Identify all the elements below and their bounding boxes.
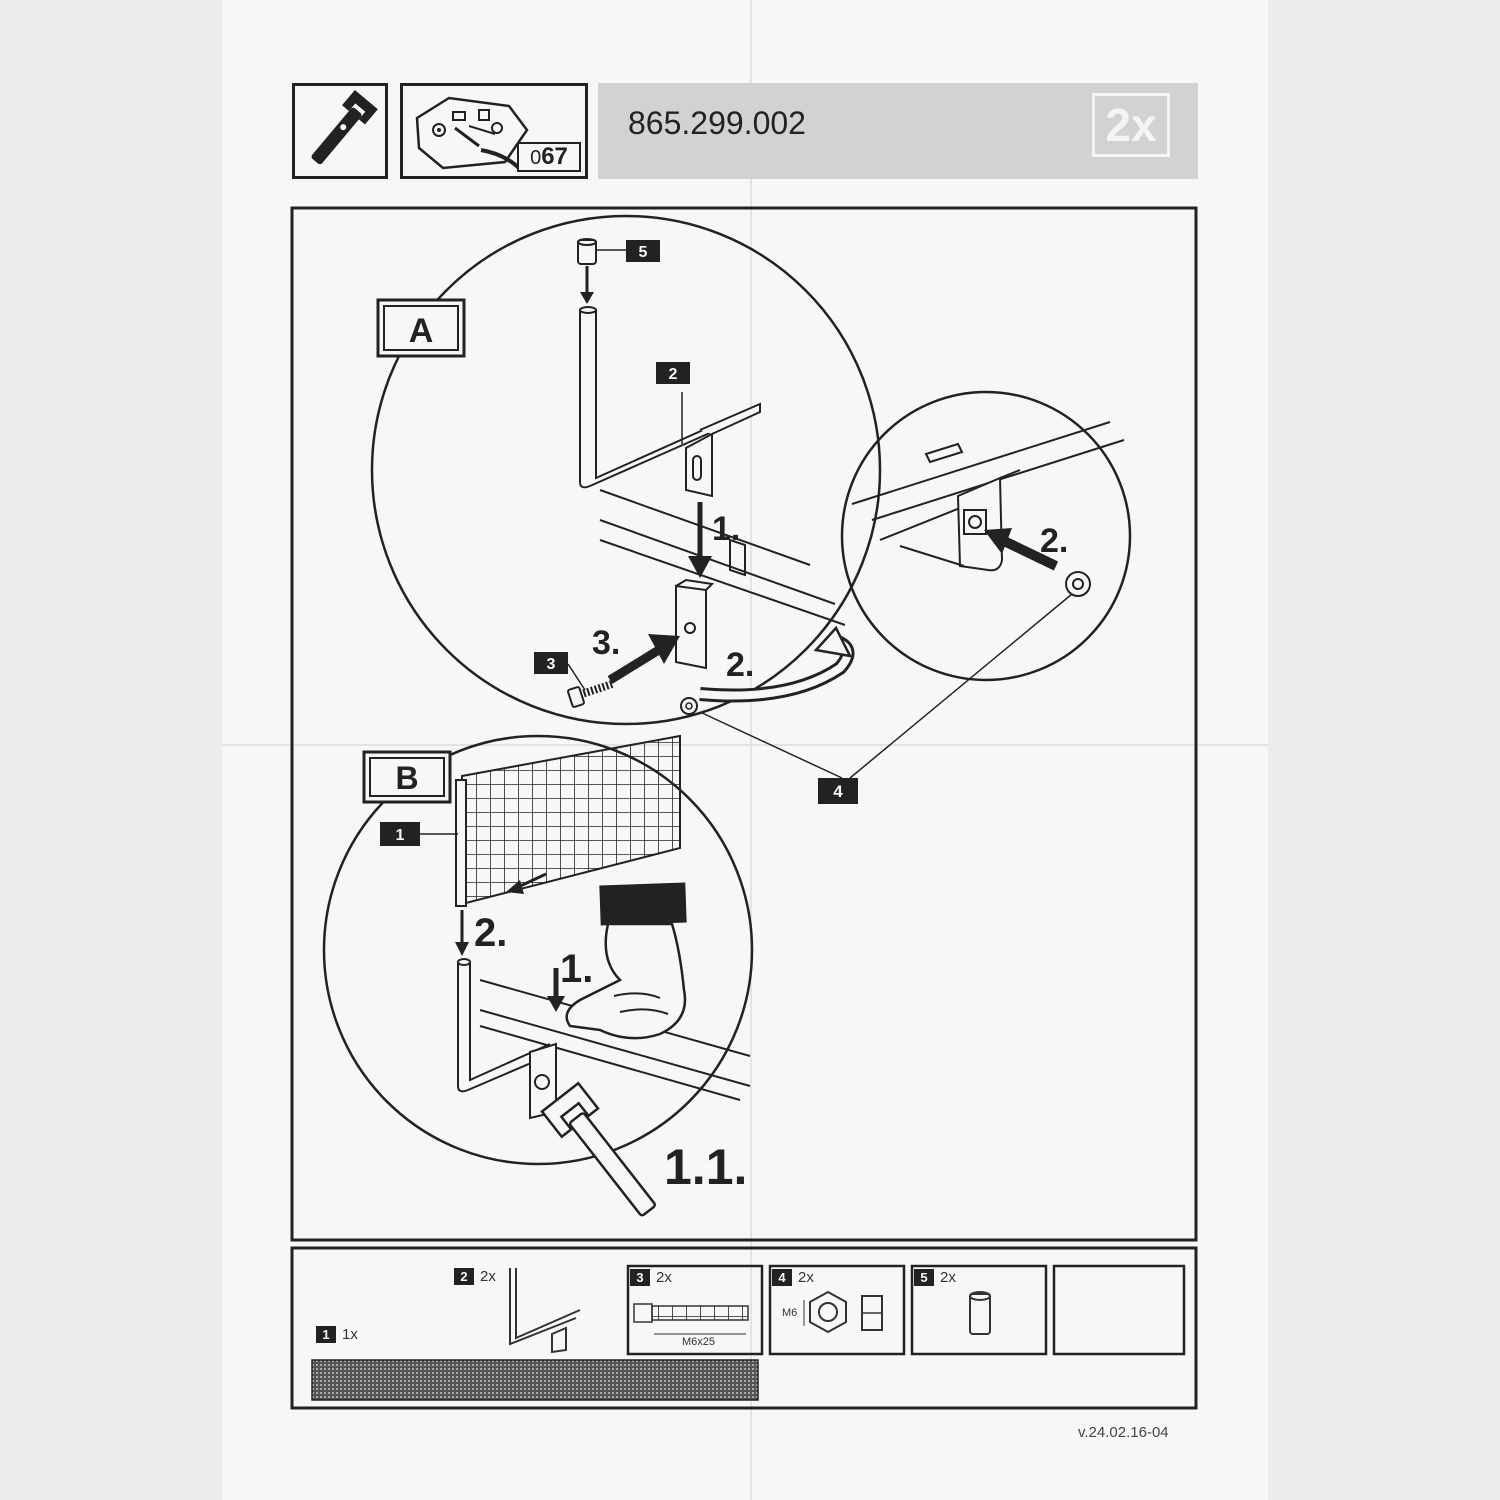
callout-5: 5 [639, 244, 648, 261]
legend-item-1: 1 1x [316, 1326, 358, 1343]
detail-nut-view: 2. [840, 390, 1132, 682]
legend-item-3-num: 3 [630, 1269, 650, 1286]
legend-item-3: 3 2x [630, 1269, 672, 1286]
legend-item-3-size: M6x25 [682, 1336, 716, 1348]
section-b-step-1-1: 1.1. [664, 1139, 747, 1195]
tool-wrench-box [292, 83, 388, 179]
main-frame [290, 206, 1198, 1242]
section-a: A 5 2 1. [370, 214, 882, 726]
callout-3: 3 [547, 656, 556, 673]
section-b: B 1 2. [322, 734, 754, 1217]
vertical-fold-line [750, 0, 752, 1500]
horizontal-fold-line [222, 744, 1268, 746]
legend-item-4: 4 2x [772, 1269, 814, 1286]
bag-count-prefix: 0 [530, 147, 542, 169]
section-b-step-1: 1. [560, 947, 593, 991]
legend-item-4-num: 4 [772, 1269, 792, 1286]
section-a-step-2: 2. [726, 646, 754, 684]
section-a-label-box [376, 298, 466, 358]
legend-item-5-qty: 2x [940, 1269, 956, 1286]
bag-count-label: 067 [517, 142, 581, 172]
legend-item-3-qty: 2x [656, 1269, 672, 1286]
callout-2: 2 [669, 366, 678, 383]
legend-item-2: 2 2x [454, 1268, 496, 1285]
section-b-step-2: 2. [474, 911, 507, 955]
legend-item-4-size: M6 [782, 1307, 798, 1319]
legend-item-2-qty: 2x [480, 1268, 496, 1285]
legend-item-1-num: 1 [316, 1326, 336, 1343]
part-number: 865.299.002 [628, 105, 806, 141]
paper-sheet [222, 0, 1268, 1500]
detail-step-2: 2. [1040, 522, 1068, 560]
version-label: v.24.02.16-04 [1078, 1424, 1169, 1441]
hardware-bag-icon [415, 96, 529, 170]
multiplier-badge: 2x [1092, 93, 1170, 157]
callout-1: 1 [396, 827, 405, 844]
section-b-label: B [395, 760, 418, 796]
callout-4: 4 [833, 782, 843, 801]
part-banner: 865.299.002 2x [598, 83, 1198, 179]
section-a-circle [370, 214, 882, 726]
parts-legend [290, 1246, 1198, 1410]
hardware-bag-box: 067 [400, 83, 588, 179]
legend-item-5: 5 2x [914, 1269, 956, 1286]
legend-item-4-qty: 2x [798, 1269, 814, 1286]
wrench-icon [311, 89, 378, 165]
bag-count-number: 67 [541, 143, 568, 170]
section-b-wrench-icon [540, 1081, 656, 1217]
legend-item-1-qty: 1x [342, 1326, 358, 1343]
section-a-step-1: 1. [712, 510, 740, 548]
section-a-label: A [409, 312, 434, 350]
section-a-step-3: 3. [592, 624, 620, 662]
legend-item-5-num: 5 [914, 1269, 934, 1286]
legend-item-2-num: 2 [454, 1268, 474, 1285]
